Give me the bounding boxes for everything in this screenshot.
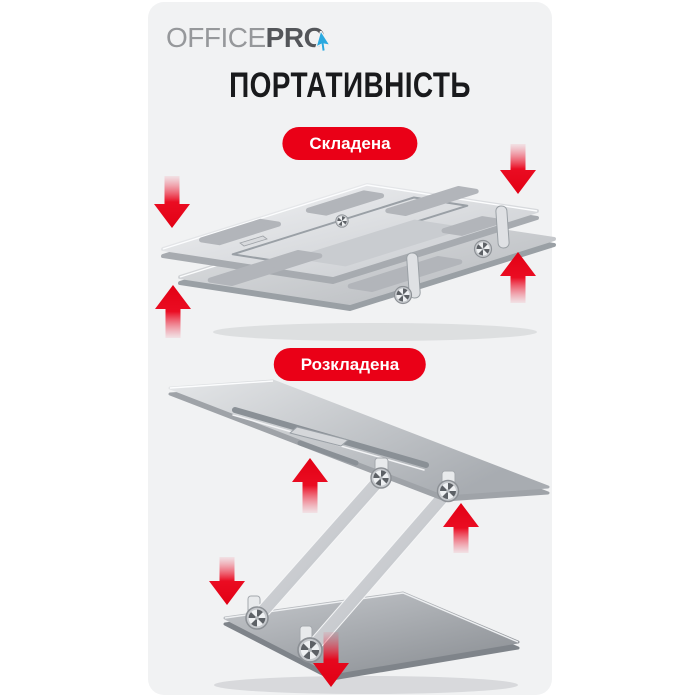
arrow-down-icon — [500, 144, 536, 194]
content-card: OFFICEPRO ПОРТАТИВНІСТЬ Складена — [148, 2, 556, 695]
mouse-cursor-icon — [314, 31, 332, 53]
brand-logo: OFFICEPRO — [166, 22, 332, 56]
feet-hooks — [406, 205, 510, 299]
open-top-plate — [168, 379, 550, 502]
laptop-stand-folded-illustration — [154, 144, 556, 341]
state-badge-folded: Складена — [282, 127, 418, 160]
base-plate — [223, 591, 520, 681]
hinge-knob-icon — [335, 214, 349, 228]
page-title: ПОРТАТИВНІСТЬ — [229, 66, 471, 105]
hinge-knob-icon — [393, 285, 413, 305]
arrow-up-icon — [443, 503, 479, 553]
front-lip-tab — [289, 426, 349, 447]
cursor-arrow-shape — [314, 31, 332, 53]
state-badge-unfolded: Розкладена — [273, 348, 427, 381]
brand-name-office: OFFICE — [166, 22, 266, 53]
arrow-up-icon — [155, 285, 191, 338]
arrow-up-icon — [292, 458, 328, 513]
arrow-up-icon — [500, 252, 536, 303]
hinge-knob-icon — [436, 479, 460, 503]
laptop-stand-unfolded-illustration — [168, 379, 550, 694]
hinge-knob-icon — [245, 606, 269, 630]
hinge-knob-icon — [297, 637, 323, 663]
arrow-down-icon — [313, 632, 349, 687]
plate-slot-small — [297, 440, 359, 466]
rubber-pads — [199, 186, 503, 292]
arrow-down-icon — [209, 557, 245, 605]
open-stand-shadow — [214, 676, 518, 694]
hinge-knob-icon — [473, 239, 493, 259]
folded-stand-shadow — [213, 323, 537, 341]
arrow-down-icon — [154, 176, 190, 228]
hinge-knob-icon — [370, 467, 392, 489]
flat-hinge-tab — [239, 235, 268, 247]
